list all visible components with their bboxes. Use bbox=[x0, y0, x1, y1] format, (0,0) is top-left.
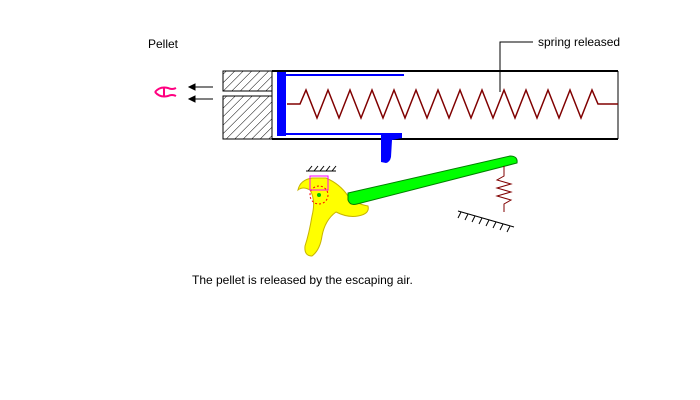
pellet-icon bbox=[154, 86, 177, 98]
trigger-pivot-ground bbox=[306, 165, 337, 172]
main-spring bbox=[287, 87, 618, 121]
lever-spring bbox=[495, 166, 513, 212]
barrel-block-top bbox=[222, 70, 273, 92]
pivot-box bbox=[309, 175, 329, 191]
cylinder bbox=[271, 70, 619, 140]
spring-leader-line bbox=[499, 41, 533, 92]
trigger-lever bbox=[347, 155, 518, 205]
caption: The pellet is released by the escaping a… bbox=[192, 273, 413, 287]
spring-label: spring released bbox=[538, 35, 620, 49]
pellet-label: Pellet bbox=[148, 37, 179, 51]
lever-spring-ground bbox=[457, 210, 515, 233]
piston bbox=[277, 72, 404, 163]
trigger-pivot-circle bbox=[309, 185, 329, 205]
barrel-block-bottom bbox=[222, 95, 273, 140]
airflow-arrows bbox=[187, 83, 213, 103]
pivot-pin bbox=[317, 193, 321, 197]
trigger-sear bbox=[297, 177, 369, 257]
